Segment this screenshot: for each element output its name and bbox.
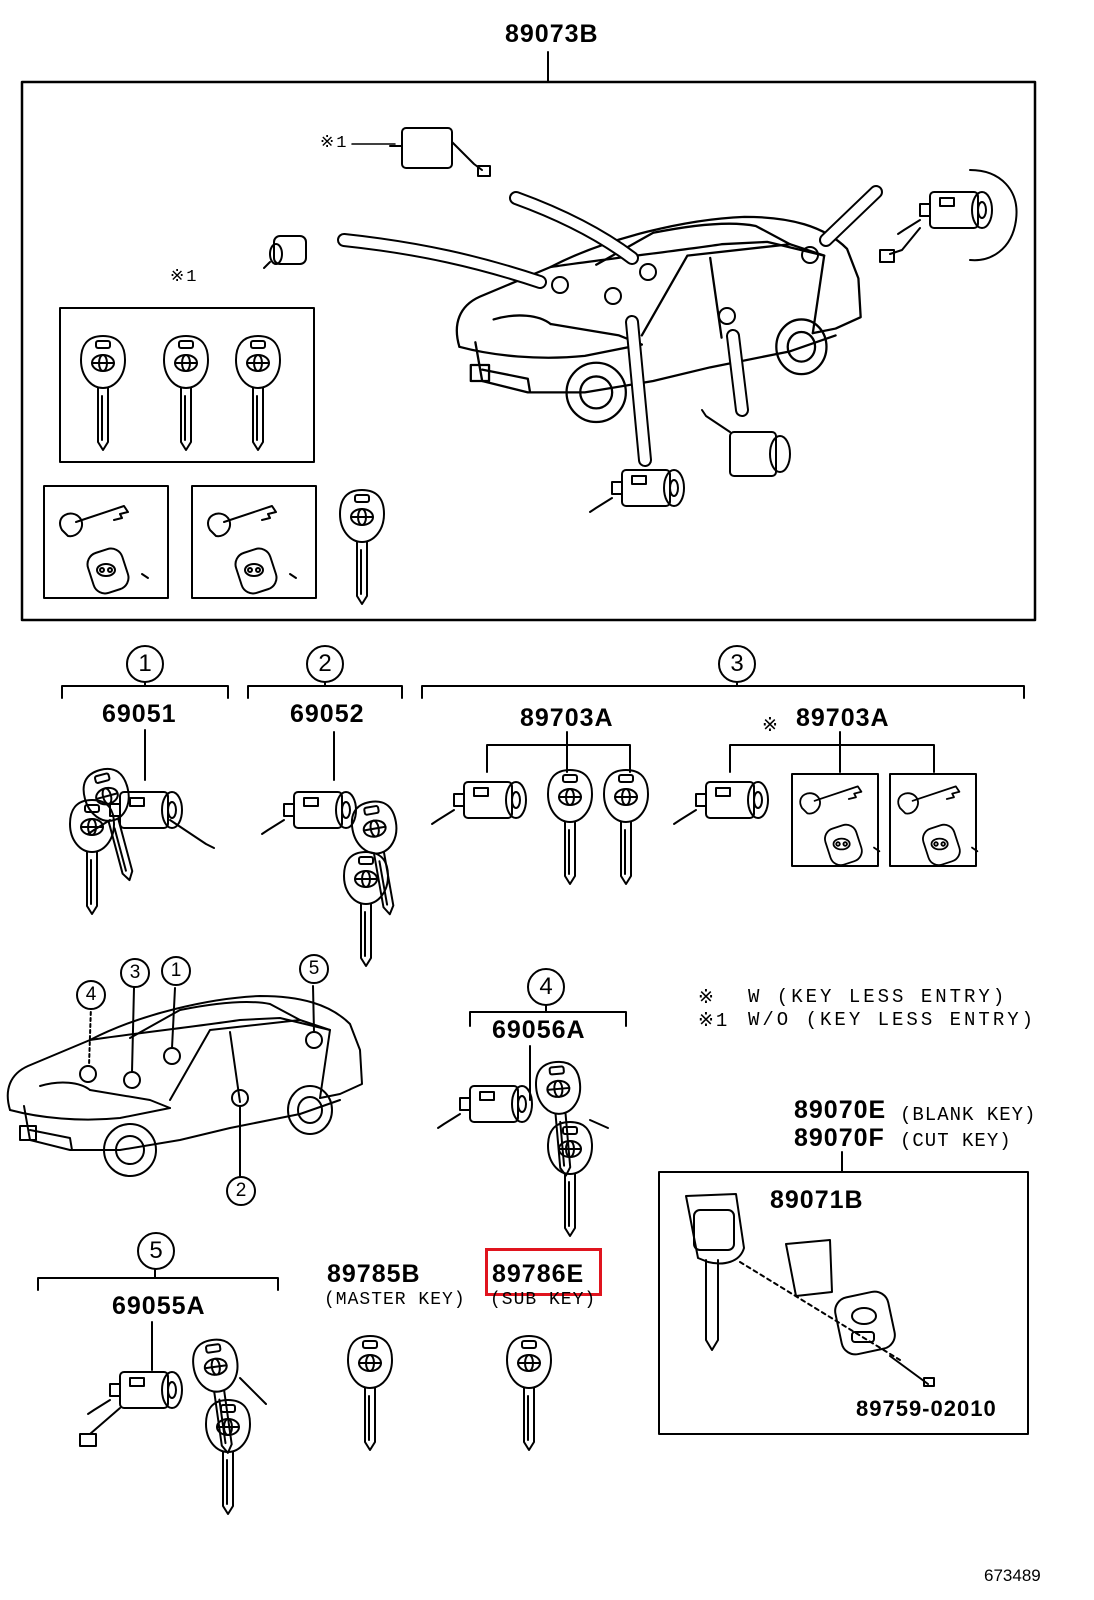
car-callout-1: 1 bbox=[161, 956, 191, 986]
note-mark-2: ※1 bbox=[170, 268, 199, 287]
note-mark-1: ※1 bbox=[320, 134, 349, 153]
part-number-69055a: 69055A bbox=[112, 1292, 206, 1320]
group-callout-4: 4 bbox=[527, 968, 565, 1006]
part-number-89703a-1: 89703A bbox=[520, 704, 614, 732]
diagram-id: 673489 bbox=[984, 1566, 1041, 1585]
group-callout-5: 5 bbox=[137, 1232, 175, 1270]
part-number-89759-02010: 89759-02010 bbox=[856, 1396, 997, 1421]
cut-key-desc: (CUT KEY) bbox=[900, 1130, 1012, 1152]
car-callout-4: 4 bbox=[76, 980, 106, 1010]
car-callout-2: 2 bbox=[226, 1176, 256, 1206]
part-number-89785b: 89785B bbox=[327, 1260, 421, 1288]
group-callout-1: 1 bbox=[126, 645, 164, 683]
part-number-69056a: 69056A bbox=[492, 1016, 586, 1044]
part-number-69052: 69052 bbox=[290, 700, 365, 728]
part-number-89703a-2: 89703A bbox=[796, 704, 890, 732]
top-assembly-part-number: 89073B bbox=[505, 20, 599, 48]
legend-mark-1: ※ bbox=[698, 987, 716, 1009]
part-number-89786e: 89786E bbox=[492, 1260, 585, 1288]
part-number-89071b: 89071B bbox=[770, 1186, 864, 1214]
legend-text-2: W/O (KEY LESS ENTRY) bbox=[748, 1009, 1037, 1031]
group-callout-3: 3 bbox=[718, 645, 756, 683]
highlight-box bbox=[485, 1248, 602, 1296]
car-callout-5: 5 bbox=[299, 954, 329, 984]
master-key-desc: (MASTER KEY) bbox=[324, 1290, 466, 1310]
legend-mark-2: ※1 bbox=[698, 1010, 730, 1032]
part-number-89070e: 89070E bbox=[794, 1096, 887, 1124]
car-callout-3: 3 bbox=[120, 958, 150, 988]
group-callout-2: 2 bbox=[306, 645, 344, 683]
kle-mark: ※ bbox=[762, 715, 780, 737]
part-number-89070f: 89070F bbox=[794, 1124, 885, 1152]
legend-text-1: W (KEY LESS ENTRY) bbox=[748, 986, 1008, 1008]
part-number-69051: 69051 bbox=[102, 700, 177, 728]
blank-key-desc: (BLANK KEY) bbox=[900, 1104, 1037, 1126]
sub-key-desc: (SUB KEY) bbox=[490, 1290, 597, 1310]
